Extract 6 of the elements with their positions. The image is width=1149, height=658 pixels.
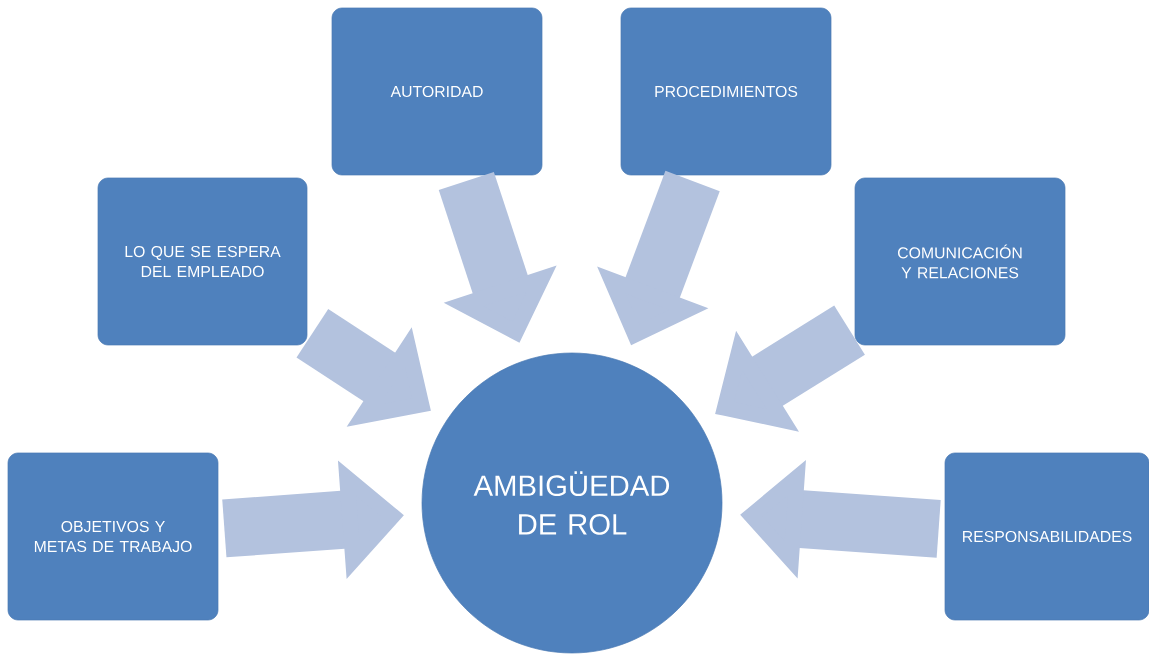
process-box: OBJETIVOS Y METAS DE TRABAJO <box>7 452 219 621</box>
process-box: PROCEDIMIENTOS <box>620 7 832 176</box>
process-box: RESPONSABILIDADES <box>944 452 1149 621</box>
process-box: COMUNICACIÓN Y RELACIONES <box>854 177 1066 346</box>
process-box: AUTORIDAD <box>331 7 543 176</box>
process-box: LO QUE SE ESPERA DEL EMPLEADO <box>97 177 308 346</box>
